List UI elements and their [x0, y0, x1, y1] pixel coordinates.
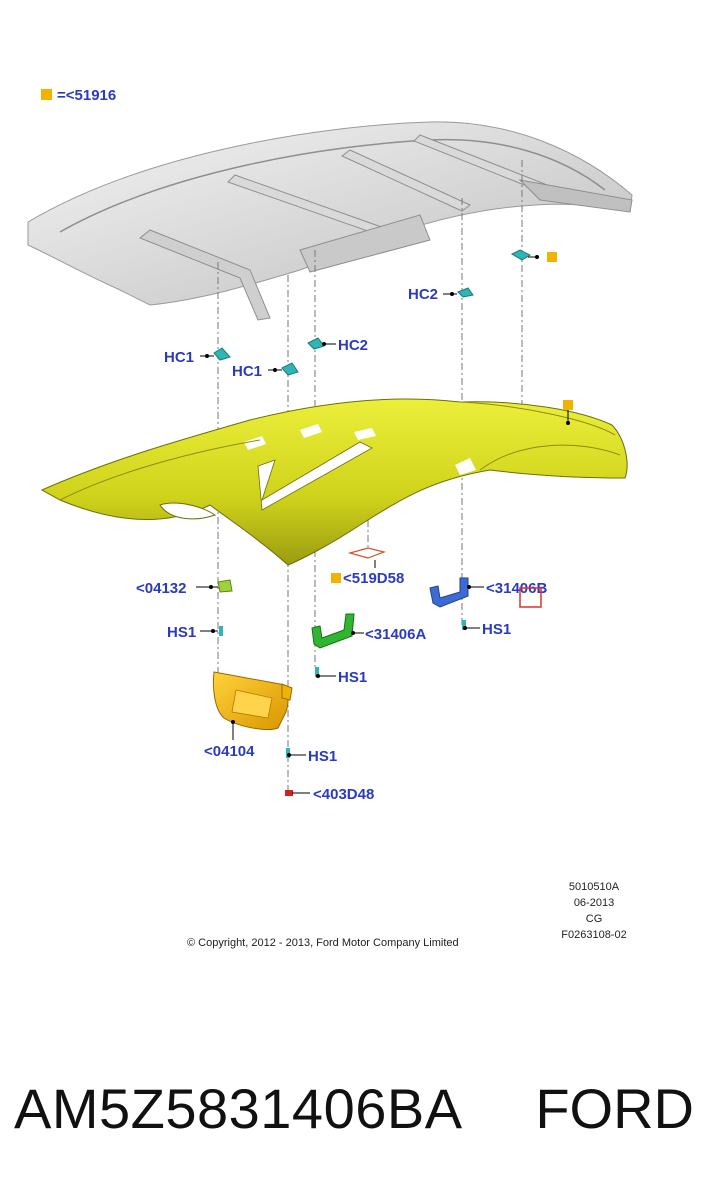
part-04132: <04132 [136, 579, 233, 597]
legend-marker-icon [41, 89, 52, 100]
legend-label: =<51916 [57, 87, 116, 104]
brand-name: FORD [535, 1077, 694, 1140]
drawing-code: 5010510A [569, 881, 620, 893]
copyright: © Copyright, 2012 - 2013, Ford Motor Com… [187, 937, 459, 949]
highlight-box [519, 587, 542, 608]
drawing-initials: CG [586, 913, 603, 925]
figure-id: F0263108-02 [561, 929, 626, 941]
parts-diagram: =<51916 [27, 87, 633, 949]
callout-hs1-right: HS1 [482, 621, 511, 638]
screw-hs1-mid: HS1 [315, 667, 367, 686]
clip-hc1-left: HC1 [164, 347, 231, 366]
screw-hs1-left: HS1 [167, 624, 223, 641]
sun-visor-04104: <04104 [204, 671, 293, 760]
part-number: AM5Z5831406BA [14, 1077, 463, 1140]
legend: =<51916 [41, 87, 116, 104]
callout-04132: <04132 [136, 580, 186, 597]
callout-hs1-left: HS1 [167, 624, 196, 641]
grab-handle-31406a: <31406A [311, 613, 426, 649]
part-519d58: <519D58 [331, 547, 404, 587]
callout-31406b: <31406B [486, 580, 547, 597]
callout-hc2-left: HC2 [338, 337, 368, 354]
callout-hs1-mid: HS1 [338, 669, 367, 686]
screw-hs1-right: HS1 [462, 620, 511, 638]
clip-hc2-right: HC2 [408, 286, 474, 303]
grab-handle-31406b: <31406B [429, 577, 547, 608]
clip-hc2-left: HC2 [307, 337, 368, 354]
part-403d48: <403D48 [285, 786, 374, 803]
headliner-marker-icon [563, 400, 573, 410]
clip-hc1-mid: HC1 [232, 362, 299, 380]
roof-frame [27, 121, 633, 321]
callout-hc2-right: HC2 [408, 286, 438, 303]
callout-519d58: <519D58 [343, 570, 404, 587]
screw-hs1-lower: HS1 [286, 748, 337, 765]
callout-403d48: <403D48 [313, 786, 374, 803]
callout-04104: <04104 [204, 743, 255, 760]
callout-hc1-mid: HC1 [232, 363, 262, 380]
callout-hc1-left: HC1 [164, 349, 194, 366]
headliner-panel [40, 398, 628, 566]
clip-top-right-icon [510, 249, 532, 261]
drawing-meta: 5010510A 06-2013 CG F0263108-02 © Copyri… [187, 881, 627, 949]
part-519d58-marker-icon [331, 573, 341, 583]
clip-marker-icon [547, 252, 557, 262]
callout-31406a: <31406A [365, 626, 426, 643]
drawing-date: 06-2013 [574, 897, 614, 909]
callout-hs1-lower: HS1 [308, 748, 337, 765]
